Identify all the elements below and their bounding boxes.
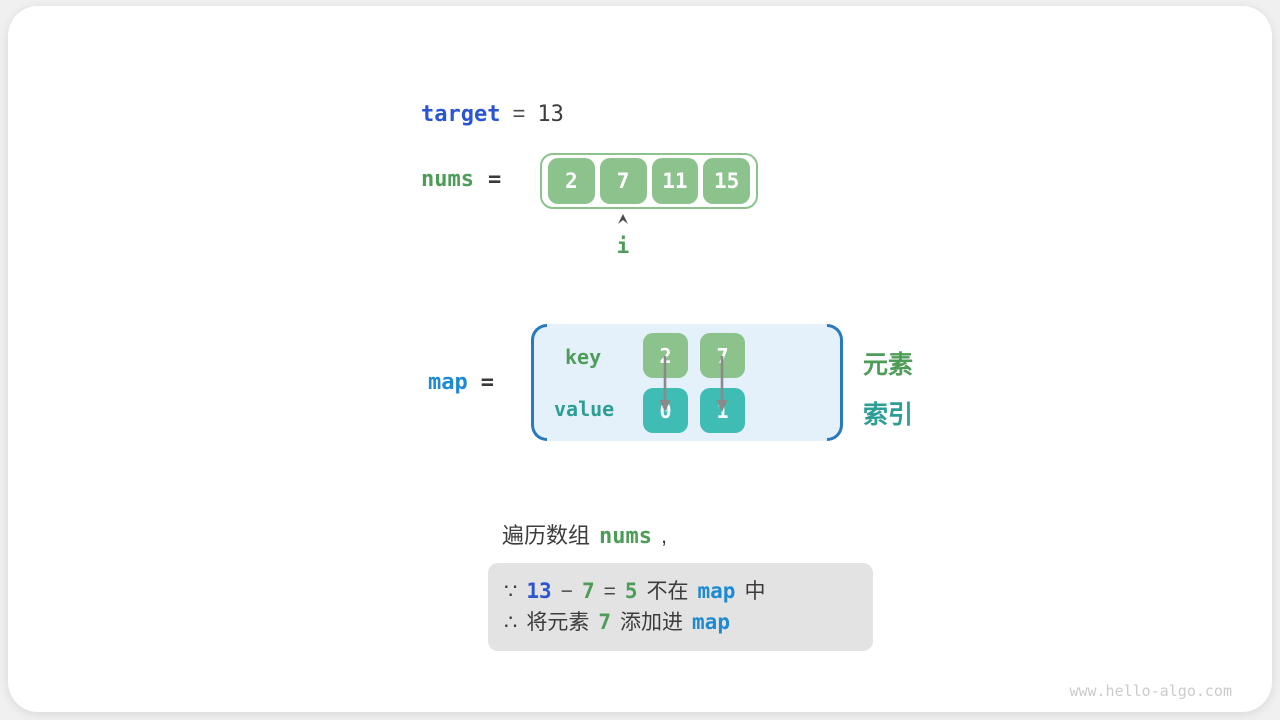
- map-value-cell-1: 1: [700, 388, 745, 433]
- map-key-cell-0: 2: [643, 333, 688, 378]
- map-label: map =: [428, 370, 494, 395]
- target-equals: =: [512, 101, 526, 126]
- caption-prefix: 遍历数组: [502, 523, 591, 548]
- diagram-card: target = 13 nums = 2 7 11 15 i map = key…: [8, 6, 1272, 712]
- note2-element-value: 7: [598, 610, 612, 634]
- note-line-1: ∵ 13 − 7 = 5 不在 map 中: [504, 576, 857, 607]
- map-value-cell-0: 0: [643, 388, 688, 433]
- map-left-bracket-icon: [531, 324, 547, 441]
- note1-equals: =: [603, 580, 616, 603]
- map-value-row-label: value: [554, 397, 615, 421]
- note1-map-code: map: [697, 579, 736, 603]
- note-box: ∵ 13 − 7 = 5 不在 map 中 ∴ 将元素 7 添加进 map: [488, 563, 873, 651]
- map-equals: =: [480, 370, 494, 395]
- map-container: key value 2 7 0 1: [531, 324, 843, 441]
- note2-text-add-element: 将元素: [526, 611, 590, 634]
- note2-text-into: 添加进: [620, 611, 684, 634]
- nums-cell-0: 2: [548, 158, 595, 204]
- nums-equals: =: [487, 167, 502, 192]
- map-key-row-label: key: [565, 345, 602, 369]
- note1-element-value: 7: [581, 579, 595, 603]
- note1-difference-value: 5: [624, 579, 638, 603]
- note-line-2: ∴ 将元素 7 添加进 map: [504, 607, 857, 638]
- note1-text-not-in: 不在: [646, 580, 689, 603]
- caption-comma: ,: [661, 523, 668, 548]
- map-variable: map: [428, 370, 468, 395]
- watermark: www.hello-algo.com: [1069, 682, 1232, 700]
- therefore-symbol: ∴: [504, 611, 518, 634]
- because-symbol: ∵: [504, 580, 518, 603]
- note2-map-code: map: [692, 610, 730, 634]
- caption-line: 遍历数组 nums ,: [502, 518, 667, 550]
- note1-minus: −: [560, 580, 573, 603]
- note1-target-value: 13: [526, 579, 552, 603]
- map-key-cell-1: 7: [700, 333, 745, 378]
- index-pointer-label: i: [616, 234, 630, 258]
- legend-element-label: 元素: [863, 351, 914, 379]
- target-value: 13: [537, 102, 564, 127]
- caption-nums-code: nums: [599, 524, 652, 549]
- nums-cell-2: 11: [651, 158, 699, 204]
- target-variable: target: [421, 102, 501, 127]
- nums-array: 2 7 11 15: [540, 153, 758, 209]
- target-line: target = 13: [421, 101, 564, 127]
- nums-variable: nums: [421, 167, 474, 192]
- note1-text-in: 中: [744, 580, 766, 603]
- map-right-bracket-icon: [827, 324, 843, 441]
- index-pointer-arrow-icon: [613, 213, 633, 231]
- nums-cell-3: 15: [703, 158, 750, 204]
- legend-index-label: 索引: [863, 401, 914, 429]
- nums-label: nums =: [421, 167, 501, 192]
- nums-cell-1: 7: [599, 158, 647, 204]
